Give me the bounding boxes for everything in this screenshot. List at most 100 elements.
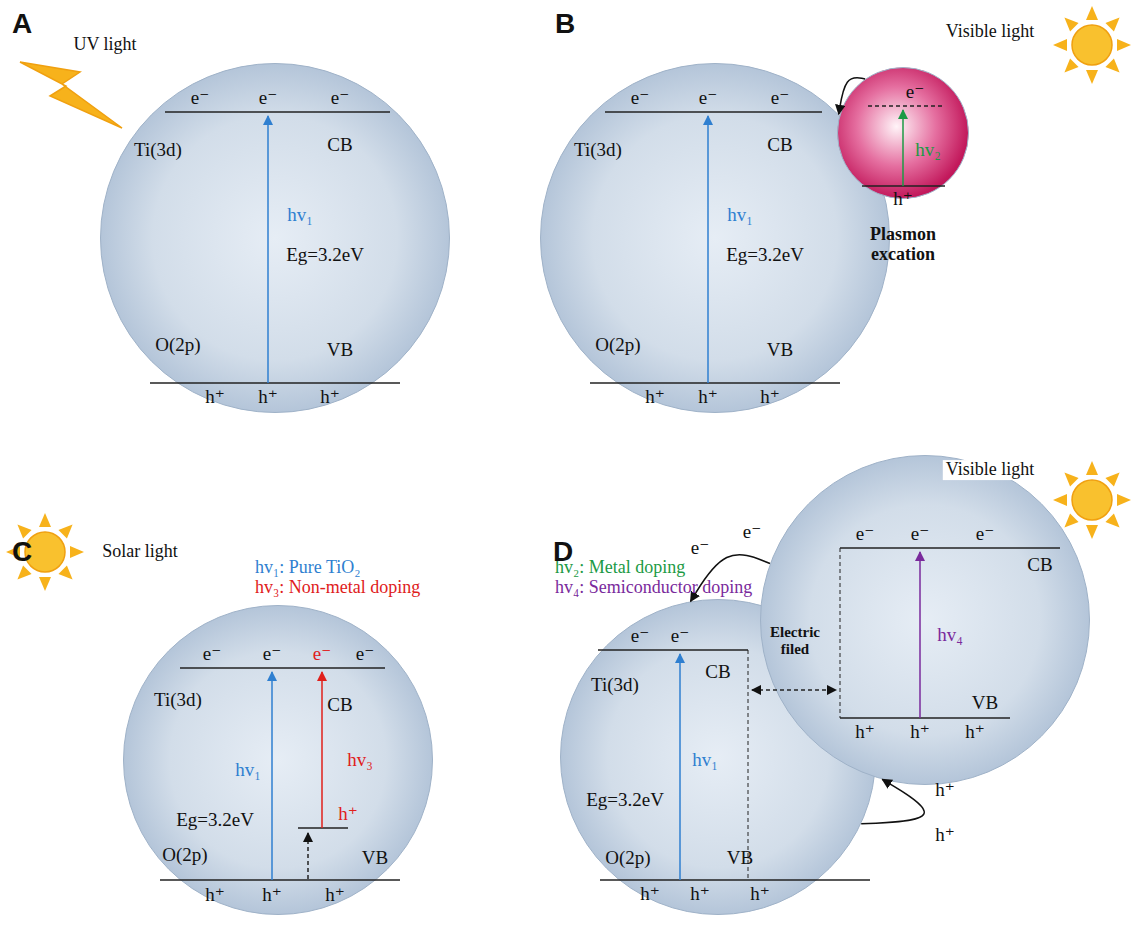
- band-text: h⁺: [893, 189, 913, 210]
- panel-d-bands: [840, 547, 1060, 549]
- panel-b-bands: [590, 112, 840, 383]
- band-text: VB: [727, 848, 753, 869]
- band-text: h⁺: [910, 722, 930, 743]
- light-label: Visible light: [946, 22, 1034, 42]
- sun-icon: [6, 513, 84, 591]
- tio2-particle: e⁻e⁻e⁻Ti(3d)CBhv₁Eg=3.2eVO(2p)VBh⁺h⁺h⁺: [100, 63, 450, 413]
- panel-b-bands: [590, 382, 840, 384]
- band-text: O(2p): [162, 845, 207, 866]
- panel-d-bands: [600, 879, 870, 881]
- band-text: h⁺: [645, 387, 665, 408]
- panel-c-bands: [271, 672, 273, 880]
- panel-d-bands: [752, 689, 836, 691]
- band-text: Eg=3.2eV: [286, 245, 364, 266]
- band-text: e⁻: [631, 626, 649, 647]
- circle-shape: [101, 64, 450, 413]
- band-text: h⁺: [760, 387, 780, 408]
- band-text: e⁻: [203, 644, 221, 665]
- band-text: e⁻: [356, 644, 374, 665]
- panel-d-bands: [840, 548, 841, 718]
- band-text: h⁺: [205, 885, 225, 906]
- tio2-particle: e⁻e⁻e⁻e⁻Ti(3d)CBhv₁hv₃Eg=3.2eVh⁺O(2p)VBh…: [123, 605, 433, 915]
- light-label: Visible light: [943, 460, 1037, 480]
- band-text: hv₄: [937, 625, 963, 646]
- carrier-label: e⁻: [691, 538, 709, 559]
- legend-entry: hv₂: Metal doping: [555, 558, 685, 578]
- panel-c-bands: [321, 672, 323, 828]
- band-text: VB: [362, 848, 388, 869]
- plasmon-levels: [862, 106, 945, 186]
- band-text: O(2p): [595, 335, 640, 356]
- band-text: h⁺: [965, 722, 985, 743]
- panel-d-bands: [598, 649, 748, 651]
- band-text: e⁻: [771, 88, 789, 109]
- band-text: h⁺: [262, 885, 282, 906]
- tio2-particle: e⁻e⁻e⁻Ti(3d)CBhv₁Eg=3.2eVO(2p)VBh⁺h⁺h⁺: [540, 63, 890, 413]
- band-text: h⁺: [338, 804, 358, 825]
- panel-b-bands: [707, 116, 709, 383]
- carrier-label: e⁻: [743, 522, 761, 543]
- legend-entry: hv₄: Semiconductor doping: [555, 578, 752, 598]
- panel-d-bands: [840, 717, 1010, 719]
- band-text: h⁺: [690, 884, 710, 905]
- sun-icon: [1053, 461, 1131, 539]
- band-text: h⁺: [855, 722, 875, 743]
- plasmon-levels: [902, 110, 904, 186]
- transfer-arrow: [861, 779, 924, 823]
- circle-outline: [100, 63, 450, 413]
- panel-letter: D: [553, 537, 573, 568]
- band-text: e⁻: [263, 644, 281, 665]
- band-text: Ti(3d): [591, 675, 639, 696]
- band-text: Eg=3.2eV: [176, 810, 254, 831]
- legend-entry: hv₃: Non-metal doping: [255, 578, 420, 598]
- panel-c-bands: [160, 668, 400, 880]
- panel-a-bands: [267, 116, 269, 383]
- band-text: Plasmon excation: [856, 225, 951, 265]
- lightning-bolt: [20, 62, 122, 128]
- light-label: UV light: [73, 35, 136, 55]
- panel-c-bands: [298, 827, 348, 829]
- band-text: h⁺: [325, 885, 345, 906]
- band-text: e⁻: [313, 644, 331, 665]
- band-text: e⁻: [699, 88, 717, 109]
- band-text: hv₂: [915, 140, 941, 161]
- band-text: CB: [327, 695, 352, 716]
- band-text: O(2p): [155, 335, 200, 356]
- light-label: Solar light: [102, 542, 178, 562]
- band-text: hv₁: [235, 760, 261, 781]
- band-text: hv₁: [727, 205, 753, 226]
- band-text: VB: [972, 693, 998, 714]
- band-text: h⁺: [320, 387, 340, 408]
- band-text: Ti(3d): [134, 140, 182, 161]
- circle-shape: [838, 68, 969, 199]
- band-text: hv₃: [347, 750, 373, 771]
- band-text: e⁻: [671, 626, 689, 647]
- band-text: e⁻: [976, 524, 994, 545]
- circle-outline: [540, 63, 890, 413]
- carrier-label: h⁺: [935, 825, 955, 846]
- coupled-semiconductor: e⁻e⁻e⁻CBhv₄VBh⁺h⁺h⁺: [760, 455, 1090, 785]
- band-text: CB: [327, 135, 352, 156]
- band-text: e⁻: [856, 524, 874, 545]
- band-text: e⁻: [191, 88, 209, 109]
- band-text: h⁺: [698, 387, 718, 408]
- band-text: O(2p): [605, 848, 650, 869]
- band-text: CB: [1027, 555, 1052, 576]
- band-text: CB: [705, 662, 730, 683]
- band-text: h⁺: [205, 387, 225, 408]
- panel-d-bands: [748, 650, 749, 880]
- band-text: Eg=3.2eV: [726, 245, 804, 266]
- panel-letter: C: [12, 537, 32, 568]
- band-text: VB: [327, 340, 353, 361]
- band-text: e⁻: [259, 88, 277, 109]
- panel-a-bands: [150, 112, 400, 383]
- band-text: e⁻: [906, 82, 924, 103]
- panel-c-bands: [160, 879, 400, 881]
- sun-icon: [1053, 6, 1131, 84]
- plasmon-levels: [868, 105, 945, 107]
- band-text: Eg=3.2eV: [586, 790, 664, 811]
- field-label: Electric filed: [763, 624, 827, 657]
- panel-d-bands: [919, 552, 921, 718]
- circle-shape: [541, 64, 890, 413]
- panel-a-bands: [165, 111, 390, 113]
